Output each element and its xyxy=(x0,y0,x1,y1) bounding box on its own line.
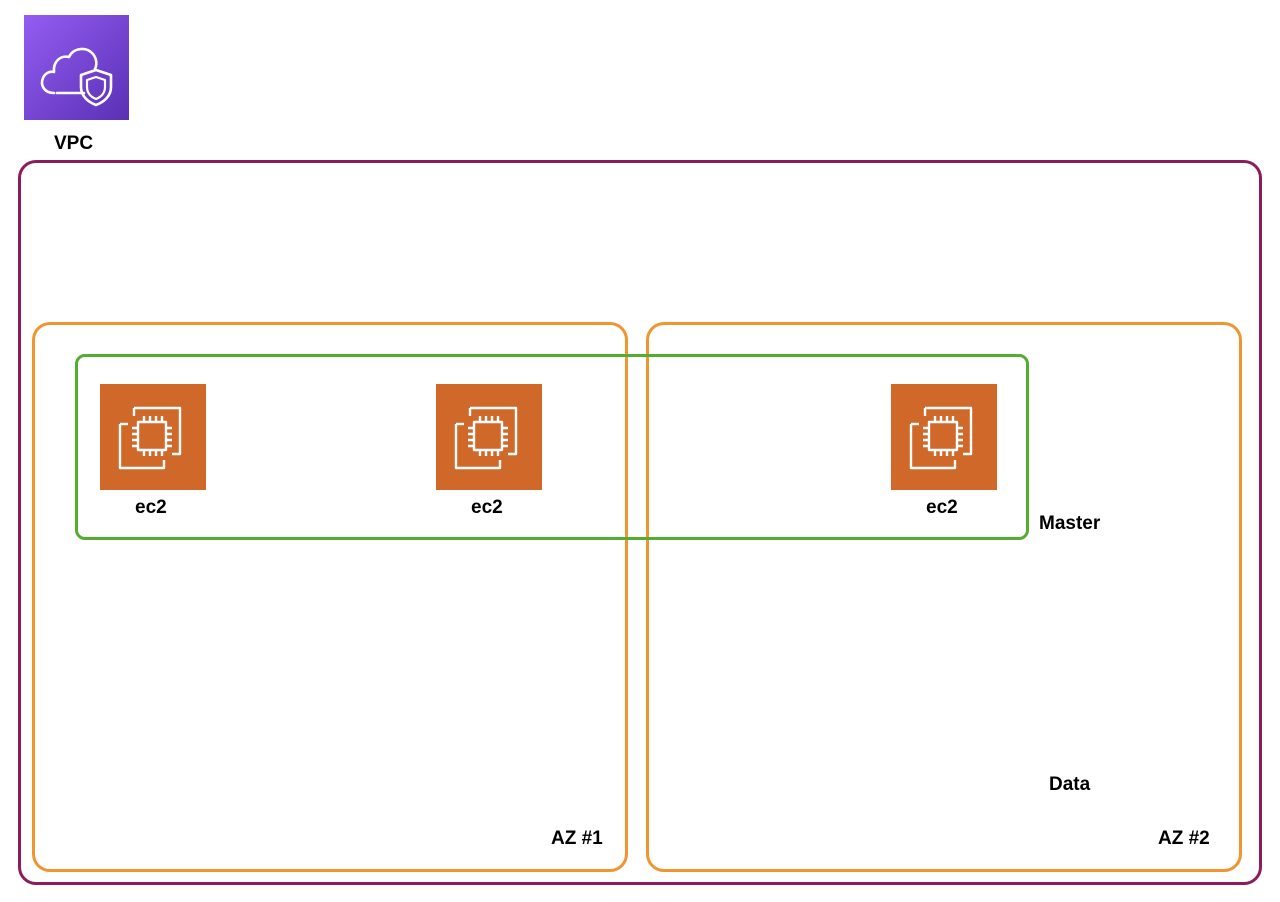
az1-label: AZ #1 xyxy=(551,828,603,849)
ec2-instance-icon xyxy=(891,384,997,490)
ec2-label: ec2 xyxy=(471,497,503,518)
data-group-label: Data xyxy=(1049,774,1091,795)
ec2-instance-icon xyxy=(100,384,206,490)
ec2-label: ec2 xyxy=(135,497,167,518)
vpc-icon xyxy=(24,15,129,120)
ec2-instance-icon xyxy=(436,384,542,490)
ec2-label: ec2 xyxy=(926,497,958,518)
availability-zone-2 xyxy=(646,322,1242,872)
vpc-label: VPC xyxy=(54,133,94,154)
master-group-label: Master xyxy=(1039,513,1101,534)
az2-label: AZ #2 xyxy=(1158,828,1210,849)
master-group xyxy=(75,354,1029,540)
availability-zone-1 xyxy=(32,322,628,872)
vpc-boundary xyxy=(18,160,1262,885)
